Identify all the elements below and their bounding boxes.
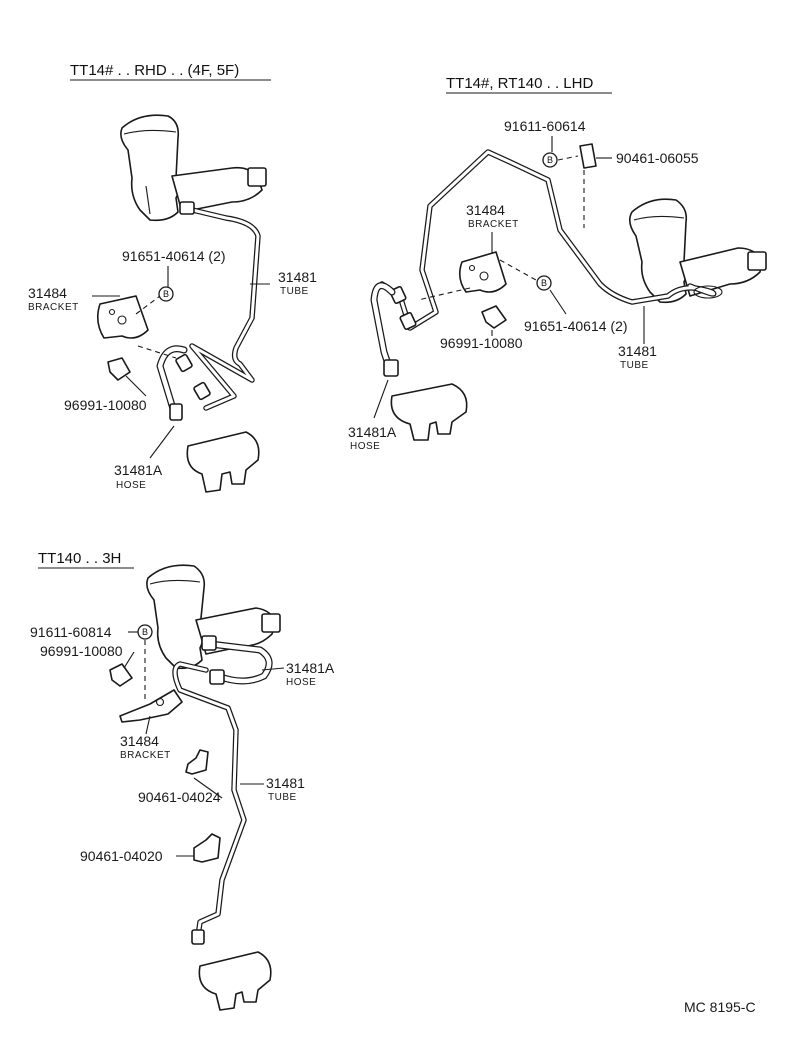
lhd-clip-label: 96991-10080 xyxy=(440,335,523,351)
rhd-bracket xyxy=(96,295,149,339)
lhd-hose xyxy=(370,282,399,377)
rhd-clip-label: 96991-10080 xyxy=(64,397,147,413)
rhd-bolt-label: 91651-40614 (2) xyxy=(122,248,226,264)
rhd-tube-sub: TUBE xyxy=(280,286,309,297)
lhd-bolt-mark: B xyxy=(541,278,547,288)
3h-tube-sub: TUBE xyxy=(268,792,297,803)
diagram-code: MC 8195-C xyxy=(684,999,756,1015)
lhd-bracket-num: 31484 xyxy=(466,202,505,218)
3h-master-cylinder xyxy=(146,564,281,670)
rhd-master-cylinder xyxy=(120,114,267,222)
3h-hose-sub: HOSE xyxy=(286,677,316,688)
lhd-tube xyxy=(379,149,723,331)
lhd-top-clip xyxy=(579,143,597,169)
rhd-slave-cylinder xyxy=(186,431,260,493)
rhd-bolt-icon: B xyxy=(158,286,174,302)
rhd-hose-sub: HOSE xyxy=(116,480,146,491)
3h-clip xyxy=(109,663,133,687)
3h-clip-label: 96991-10080 xyxy=(40,643,123,659)
rhd-hose xyxy=(156,345,188,421)
lhd-tube-num: 31481 xyxy=(618,343,657,359)
3h-bracket-sub: BRACKET xyxy=(120,750,171,761)
lhd-slave-cylinder xyxy=(390,383,468,441)
3h-hose xyxy=(201,635,273,685)
3h-bolt-icon: B xyxy=(137,624,153,640)
lhd-clip-top-label: 90461-06055 xyxy=(616,150,699,166)
3h-bolt-mark: B xyxy=(142,627,148,637)
lhd-header: TT14#, RT140 . . LHD xyxy=(446,75,593,92)
rhd-tube-num: 31481 xyxy=(278,269,317,285)
lhd-master-cylinder xyxy=(628,198,767,304)
lhd-clip xyxy=(481,305,507,329)
3h-clip-a-label: 90461-04024 xyxy=(138,789,221,805)
lhd-bolt-top-label: 91611-60614 xyxy=(504,118,586,134)
lhd-bolt-icon: B xyxy=(536,275,552,291)
lhd-top-bolt-icon: B xyxy=(542,152,558,168)
3h-hose-num: 31481A xyxy=(286,660,335,676)
lhd-bracket-sub: BRACKET xyxy=(468,219,519,230)
section-rhd: TT14# . . RHD . . (4F, 5F) xyxy=(28,62,317,493)
section-lhd: TT14#, RT140 . . LHD xyxy=(348,75,767,452)
3h-clip-a xyxy=(185,749,209,775)
rhd-hose-num: 31481A xyxy=(114,462,163,478)
3h-clip-b xyxy=(193,833,221,863)
rhd-clip xyxy=(107,357,131,381)
rhd-header: TT14# . . RHD . . (4F, 5F) xyxy=(70,62,239,79)
lhd-tube-sub: TUBE xyxy=(620,360,649,371)
rhd-tube xyxy=(175,201,261,411)
3h-tube-num: 31481 xyxy=(266,775,305,791)
3h-bracket-num: 31484 xyxy=(120,733,159,749)
lhd-bracket xyxy=(458,251,507,293)
lhd-hose-sub: HOSE xyxy=(350,441,380,452)
3h-bracket xyxy=(119,689,183,723)
3h-bolt-label: 91611-60814 xyxy=(30,624,112,640)
rhd-bracket-sub: BRACKET xyxy=(28,302,79,313)
section-3h: TT140 . . 3H xyxy=(30,550,335,1011)
rhd-bracket-num: 31484 xyxy=(28,285,67,301)
rhd-bolt-mark: B xyxy=(163,289,169,299)
3h-tube xyxy=(172,661,247,945)
lhd-top-bolt-mark: B xyxy=(547,155,553,165)
3h-header: TT140 . . 3H xyxy=(38,550,121,567)
lhd-hose-num: 31481A xyxy=(348,424,397,440)
3h-clip-b-label: 90461-04020 xyxy=(80,848,163,864)
lhd-bolt-label: 91651-40614 (2) xyxy=(524,318,628,334)
3h-slave-cylinder xyxy=(198,951,272,1011)
